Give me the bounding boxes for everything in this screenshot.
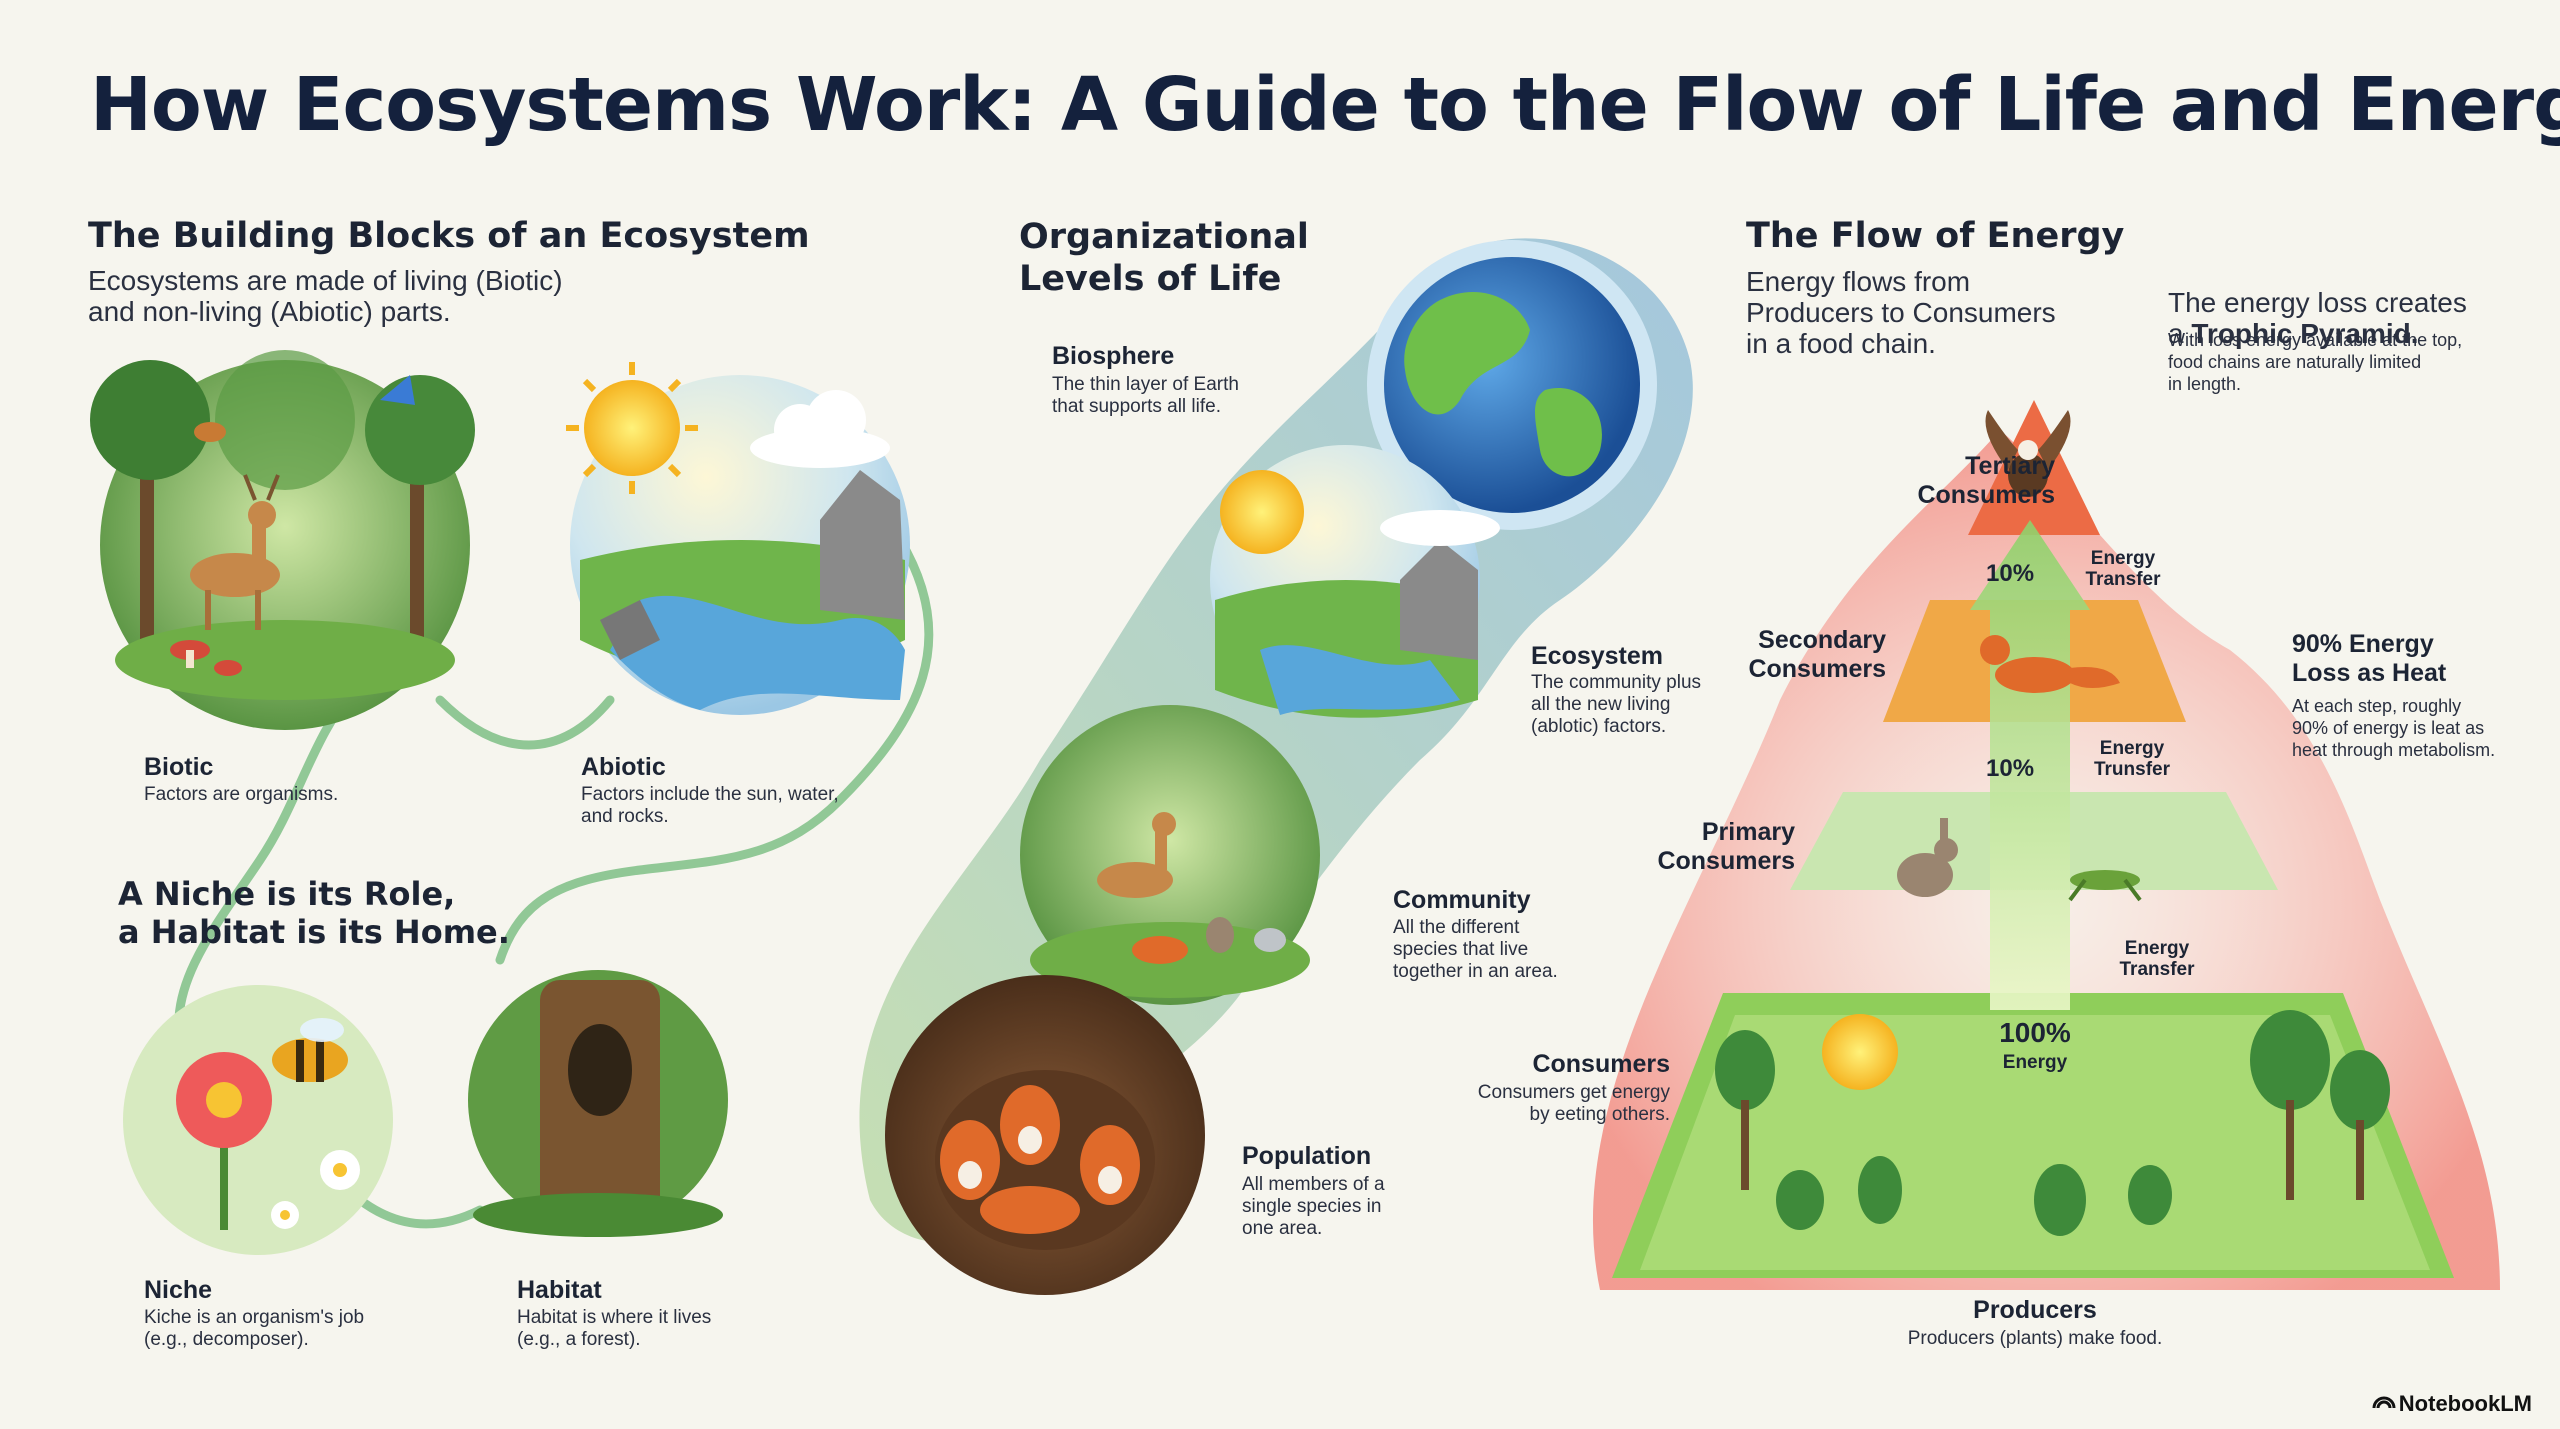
page-title: How Ecosystems Work: A Guide to the Flow… (90, 62, 2560, 148)
levels-heading: Organizational Levels of Life (1019, 217, 1309, 299)
flower-icon (176, 1052, 272, 1148)
energy-percent-producers: 100% (1999, 1017, 2071, 1048)
producers-label: Producers (1973, 1296, 2097, 1324)
earth-globe-icon (1367, 240, 1657, 530)
abiotic-label: Abiotic (581, 753, 666, 781)
producers-desc: Producers (plants) make food. (1907, 1328, 2163, 1349)
biosphere-label: Biosphere (1052, 342, 1175, 370)
ecosystem-desc: The community plus all the new living (a… (1531, 672, 1702, 737)
energy-transfer-label-2: Energy Trunsfer (2093, 738, 2171, 780)
rabbit-icon (1897, 818, 1958, 897)
population-fox-den-illustration (885, 975, 1205, 1295)
grasshopper-icon (2068, 870, 2142, 902)
brand-name: NotebookLM (2398, 1391, 2532, 1416)
trophic-pyramid (1612, 400, 2454, 1278)
energy-transfer-label-3: Energy Transfer (2119, 938, 2195, 980)
biotic-forest-illustration (90, 350, 475, 730)
secondary-consumers-label: Secondary Consumers (1748, 626, 1886, 683)
ecosystem-landscape-illustration (1210, 445, 1500, 718)
cloud-icon (750, 390, 890, 468)
abiotic-desc: Factors include the sun, water, and rock… (581, 784, 839, 827)
niche-flower-illustration (123, 985, 393, 1255)
primary-consumers-label: Primary Consumers (1657, 818, 1795, 875)
biosphere-desc: The thin layer of Earth that supports al… (1052, 374, 1239, 417)
connector-lines (174, 535, 934, 1229)
community-forest-illustration (1020, 705, 1320, 1005)
notebooklm-logo-icon (2372, 1396, 2396, 1409)
habitat-tree-illustration (468, 970, 728, 1237)
consumers-label: Consumers (1532, 1050, 1670, 1078)
eagle-icon (1985, 410, 2071, 497)
building-blocks-intro: Ecosystems are made of living (Biotic) a… (88, 265, 563, 327)
niche-desc: Kiche is an organism's job (e.g., decomp… (144, 1307, 365, 1350)
fox-icon (1980, 635, 2120, 693)
heat-loss-desc: At each step, roughly 90% of energy is l… (2292, 696, 2496, 760)
biotic-label: Biotic (144, 753, 214, 781)
population-desc: All members of a single species in one a… (1242, 1174, 1385, 1239)
abiotic-landscape-illustration (566, 362, 910, 715)
ecosystem-label: Ecosystem (1531, 642, 1664, 670)
tertiary-consumers-label: Tertiary Consumers (1917, 452, 2055, 509)
bee-icon (272, 1018, 348, 1082)
trophic-pyramid-term: Trophic Pyramid. (2191, 318, 2419, 349)
habitat-desc: Habitat is where it lives (e.g., a fores… (517, 1307, 712, 1350)
consumers-desc: Consumers get energy by eeting others. (1477, 1082, 1670, 1125)
sun-icon (566, 362, 698, 494)
population-label: Population (1242, 1142, 1372, 1170)
biotic-desc: Factors are organisms. (144, 784, 339, 805)
energy-percent-tertiary: 10% (1986, 560, 2035, 587)
energy-word: Energy (2002, 1052, 2068, 1073)
energy-intro: Energy flows from Producers to Consumers… (1746, 266, 2056, 359)
producer-sun-icon (1822, 1014, 1898, 1090)
trophic-pyramid-detail: With loss energy available at the top, f… (2168, 330, 2463, 394)
energy-heading: The Flow of Energy (1746, 216, 2125, 256)
trophic-pyramid-note: The energy loss creates a Trophic Pyrami… (2168, 287, 2467, 349)
heat-loss-label: 90% Energy Loss as Heat (2292, 630, 2447, 687)
community-desc: All the different species that live toge… (1393, 917, 1558, 982)
niche-label: Niche (144, 1276, 213, 1304)
habitat-label: Habitat (517, 1276, 602, 1304)
energy-percent-secondary: 10% (1986, 755, 2035, 782)
energy-transfer-label-1: Energy Transfer (2085, 548, 2161, 590)
community-label: Community (1393, 886, 1531, 914)
brand-logo: NotebookLM (2399, 1391, 2532, 1417)
niche-habitat-heading: A Niche is its Role, a Habitat is its Ho… (118, 875, 510, 951)
building-blocks-heading: The Building Blocks of an Ecosystem (88, 216, 810, 256)
